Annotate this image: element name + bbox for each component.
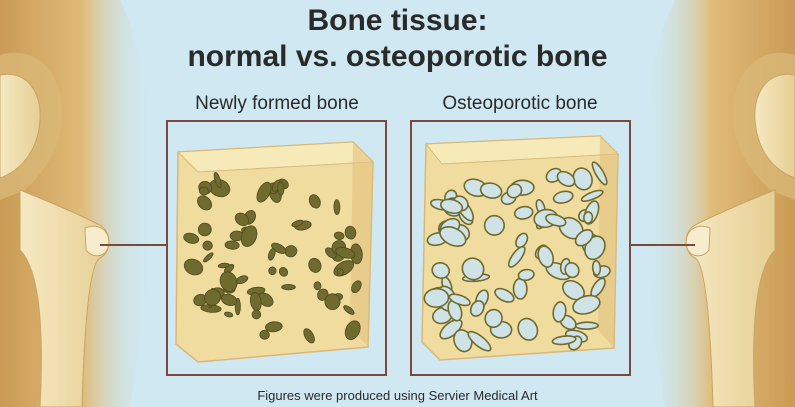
bone-pore xyxy=(324,293,340,310)
bone-pore xyxy=(513,278,527,299)
bone-pore xyxy=(484,215,505,236)
title-line-1: Bone tissue: xyxy=(0,4,795,38)
title-line-2: normal vs. osteoporotic bone xyxy=(0,40,795,74)
normal-bone-label: Newly formed bone xyxy=(167,93,387,115)
bone-pore xyxy=(337,268,344,276)
image-credit: Figures were produced using Servier Medi… xyxy=(0,388,795,403)
bone-pore xyxy=(334,200,340,215)
bone-pore xyxy=(584,212,593,224)
bone-pore xyxy=(199,187,209,196)
bone-pore xyxy=(592,260,601,275)
bone-pore xyxy=(282,284,296,289)
osteoporotic-bone-block-illustration xyxy=(412,122,629,374)
normal-bone-block-illustration xyxy=(168,122,385,374)
bone-pore xyxy=(576,322,599,329)
bone-pore xyxy=(277,182,284,196)
osteoporotic-bone-label: Osteoporotic bone xyxy=(410,93,630,115)
